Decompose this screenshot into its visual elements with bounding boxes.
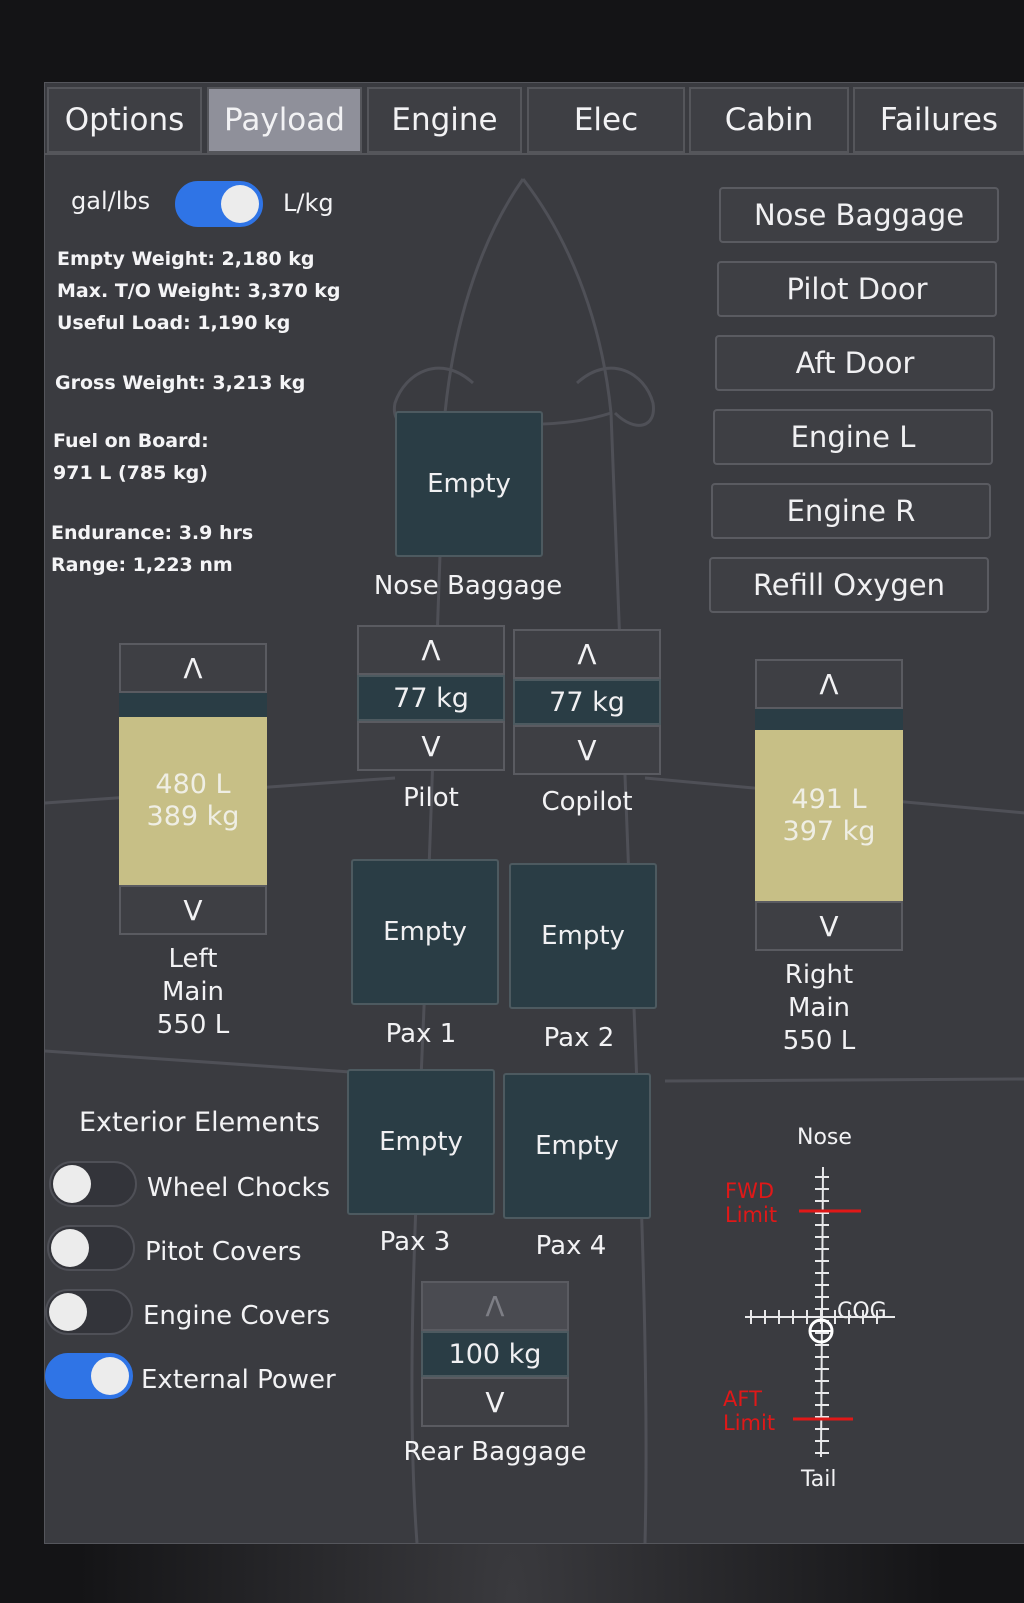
gross-weight: Gross Weight: 3,213 kg xyxy=(55,372,306,394)
left-tank-liters: 480 L xyxy=(155,769,231,800)
fwd-limit-label-line: FWD xyxy=(725,1179,775,1203)
engine-covers-label: Engine Covers xyxy=(143,1301,331,1331)
units-gal-lbs-label: gal/lbs xyxy=(71,187,151,215)
units-l-kg-label: L/kg xyxy=(283,189,334,217)
right-tank-empty-portion xyxy=(755,709,903,730)
tab-failures[interactable]: Failures xyxy=(853,87,1024,153)
aft-limit-label: AFT Limit xyxy=(723,1387,775,1435)
cog-scale xyxy=(745,1166,895,1458)
pilot-decrease-button[interactable]: V xyxy=(357,721,505,771)
cog-label: COG xyxy=(837,1299,887,1324)
left-tank-label-line: Main xyxy=(161,977,225,1007)
toggle-knob xyxy=(53,1165,91,1203)
refill-oxygen-button[interactable]: Refill Oxygen xyxy=(709,557,989,613)
empty-weight: Empty Weight: 2,180 kg xyxy=(57,248,315,270)
left-tank-empty-portion xyxy=(119,693,267,717)
nose-baggage-button[interactable]: Nose Baggage xyxy=(719,187,999,243)
tab-engine[interactable]: Engine xyxy=(367,87,522,153)
rear-baggage-decrease-button[interactable]: V xyxy=(421,1377,569,1427)
right-tank-kg: 397 kg xyxy=(782,815,876,847)
engine-covers-toggle[interactable] xyxy=(45,1289,133,1335)
pax-3-label: Pax 3 xyxy=(379,1227,451,1257)
rear-baggage-label: Rear Baggage xyxy=(403,1437,587,1467)
right-tank-decrease-button[interactable]: V xyxy=(755,901,903,951)
rear-baggage-stepper: Λ 100 kg V xyxy=(421,1281,569,1427)
tab-divider xyxy=(45,153,1024,155)
copilot-weight-stepper: Λ 77 kg V xyxy=(513,629,661,775)
toggle-knob xyxy=(51,1229,89,1267)
left-tank-increase-button[interactable]: Λ xyxy=(119,643,267,693)
range: Range: 1,223 nm xyxy=(51,554,233,576)
copilot-increase-button[interactable]: Λ xyxy=(513,629,661,679)
pilot-weight-stepper: Λ 77 kg V xyxy=(357,625,505,771)
toggle-knob xyxy=(49,1293,87,1331)
pilot-label: Pilot xyxy=(403,783,459,813)
tab-elec[interactable]: Elec xyxy=(527,87,685,153)
fwd-limit-label: FWD Limit xyxy=(725,1179,777,1227)
pax-2-seat[interactable]: Empty xyxy=(509,863,657,1009)
left-tank-fill: 480 L 389 kg xyxy=(119,717,267,885)
external-power-toggle[interactable] xyxy=(45,1353,133,1399)
nose-baggage-slot[interactable]: Empty xyxy=(395,411,543,557)
pitot-covers-label: Pitot Covers xyxy=(145,1237,302,1267)
copilot-decrease-button[interactable]: V xyxy=(513,725,661,775)
engine-r-button[interactable]: Engine R xyxy=(711,483,991,539)
rear-baggage-increase-button[interactable]: Λ xyxy=(421,1281,569,1331)
tab-cabin[interactable]: Cabin xyxy=(689,87,849,153)
endurance: Endurance: 3.9 hrs xyxy=(51,522,254,544)
exterior-elements-title: Exterior Elements xyxy=(79,1107,320,1138)
left-tank-kg: 389 kg xyxy=(146,801,240,832)
aft-limit-label-line: Limit xyxy=(723,1411,776,1435)
left-main-tank: Λ 480 L 389 kg V xyxy=(119,643,267,935)
copilot-label: Copilot xyxy=(541,787,633,817)
toggle-knob xyxy=(91,1357,129,1395)
fwd-limit-label-line: Limit xyxy=(725,1203,778,1227)
pax-2-label: Pax 2 xyxy=(543,1023,615,1053)
left-tank-decrease-button[interactable]: V xyxy=(119,885,267,935)
fuel-on-board-label: Fuel on Board: xyxy=(53,430,209,452)
pilot-weight-value: 77 kg xyxy=(357,675,505,721)
cog-tail-label: Tail xyxy=(801,1467,837,1492)
pax-4-label: Pax 4 xyxy=(535,1231,607,1261)
left-tank-label: Left Main 550 L xyxy=(119,943,267,1042)
wheel-chocks-toggle[interactable] xyxy=(49,1161,137,1207)
toggle-knob xyxy=(221,185,259,223)
right-main-tank: Λ 491 L 397 kg V xyxy=(755,659,903,951)
pitot-covers-toggle[interactable] xyxy=(47,1225,135,1271)
pax-1-seat[interactable]: Empty xyxy=(351,859,499,1005)
pax-4-seat[interactable]: Empty xyxy=(503,1073,651,1219)
rear-baggage-value: 100 kg xyxy=(421,1331,569,1377)
pax-3-seat[interactable]: Empty xyxy=(347,1069,495,1215)
max-to-weight: Max. T/O Weight: 3,370 kg xyxy=(57,280,341,302)
right-tank-label-line: Main xyxy=(787,993,851,1023)
pax-1-label: Pax 1 xyxy=(385,1019,457,1049)
right-tank-liters: 491 L xyxy=(791,783,867,815)
useful-load: Useful Load: 1,190 kg xyxy=(57,312,291,334)
aft-limit-label-line: AFT xyxy=(723,1387,762,1411)
units-toggle[interactable] xyxy=(175,181,263,227)
payload-panel: Options Payload Engine Elec Cabin Failur… xyxy=(44,82,1024,1544)
tab-options[interactable]: Options xyxy=(47,87,202,153)
fuel-on-board-value: 971 L (785 kg) xyxy=(53,462,208,484)
right-tank-fill: 491 L 397 kg xyxy=(755,730,903,901)
aft-door-button[interactable]: Aft Door xyxy=(715,335,995,391)
right-tank-label: Right Main 550 L xyxy=(745,959,893,1058)
right-tank-increase-button[interactable]: Λ xyxy=(755,659,903,709)
right-tank-label-line: Right xyxy=(784,960,854,990)
pilot-increase-button[interactable]: Λ xyxy=(357,625,505,675)
left-tank-label-line: Left xyxy=(168,944,218,974)
tab-payload[interactable]: Payload xyxy=(207,87,362,153)
nose-baggage-label: Nose Baggage xyxy=(373,571,563,601)
cog-nose-label: Nose xyxy=(797,1125,852,1150)
pilot-door-button[interactable]: Pilot Door xyxy=(717,261,997,317)
wheel-chocks-label: Wheel Chocks xyxy=(147,1173,331,1203)
copilot-weight-value: 77 kg xyxy=(513,679,661,725)
left-tank-label-line: 550 L xyxy=(156,1010,230,1040)
external-power-label: External Power xyxy=(141,1365,336,1395)
right-tank-label-line: 550 L xyxy=(782,1026,856,1056)
engine-l-button[interactable]: Engine L xyxy=(713,409,993,465)
